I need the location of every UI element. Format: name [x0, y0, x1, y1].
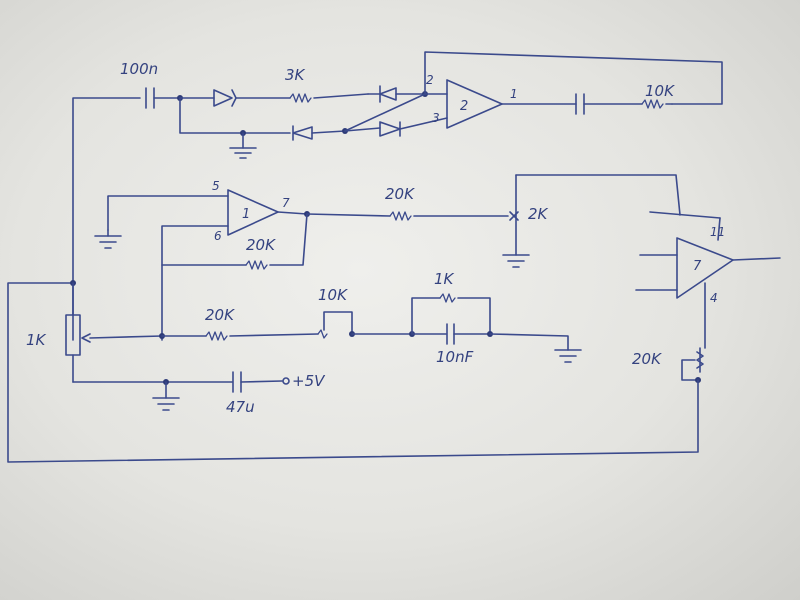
- resistor-10k-feedback: [641, 99, 673, 109]
- opamp-2-pin-b: 3: [432, 111, 440, 125]
- label-r-20k-mid: 20K: [385, 185, 415, 203]
- label-pot-20k: 20K: [632, 350, 662, 368]
- potentiometer-1k: [65, 282, 163, 383]
- label-pot-2k: 2K: [528, 205, 549, 223]
- label-r-1k: 1K: [434, 270, 455, 288]
- opamp-7-pin-bottom: 4: [710, 291, 718, 305]
- opamp-1: [94, 189, 509, 341]
- label-pot-1k: 1K: [26, 331, 47, 349]
- label-c-47u: 47u: [226, 398, 255, 416]
- opamp-1-pin-plus: 5: [212, 179, 220, 193]
- resistor-20k-bottom: [161, 331, 319, 341]
- diode-top-right: [367, 85, 426, 103]
- rc-parallel: [411, 293, 582, 363]
- label-c-input: 100n: [120, 60, 158, 78]
- opamp-7: [635, 211, 781, 349]
- label-pot-10k: 10K: [318, 286, 348, 304]
- label-r-20k-bottom: 20K: [205, 306, 235, 324]
- opamp-1-label: 1: [242, 207, 250, 222]
- opamp-2: [424, 51, 723, 129]
- capacitor-output: [575, 93, 643, 115]
- label-r-fb-top: 10K: [645, 82, 675, 100]
- opamp-2-label: 2: [460, 99, 468, 114]
- potentiometer-2k: [502, 174, 681, 268]
- opamp-2-pin-a: 2: [426, 73, 434, 87]
- opamp-1-pin-out: 7: [282, 196, 290, 210]
- potentiometer-20k: [7, 282, 704, 463]
- potentiometer-10k: [317, 311, 413, 339]
- opamp-7-pin-top: 11: [710, 225, 725, 239]
- capacitor-100n: [145, 87, 181, 109]
- label-r-3k: 3K: [285, 66, 306, 84]
- opamp-2-pin-out: 1: [510, 87, 518, 101]
- supply-branch: [72, 371, 290, 411]
- label-r-fb-1: 20K: [246, 236, 276, 254]
- label-c-10nf: 10nF: [436, 348, 474, 366]
- lower-branch: [179, 93, 448, 159]
- input-wire-top: [72, 97, 141, 341]
- opamp-1-pin-minus: 6: [214, 229, 222, 243]
- diode-top-left: [179, 89, 291, 107]
- resistor-3k: [289, 93, 369, 103]
- label-supply: +5V: [292, 372, 326, 390]
- opamp-7-label: 7: [693, 259, 702, 274]
